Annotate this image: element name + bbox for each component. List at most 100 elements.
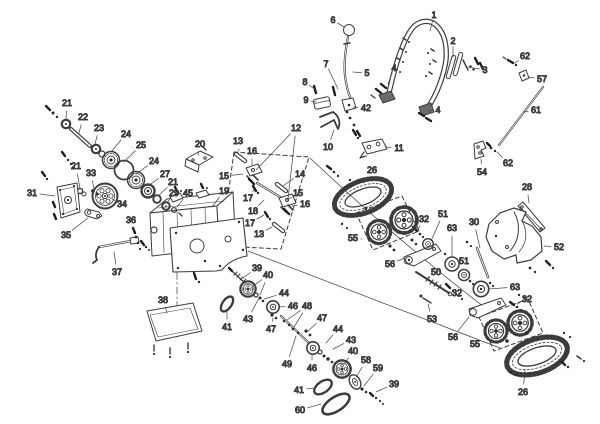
- callout-16: 16: [300, 199, 310, 209]
- callout-31: 31: [27, 188, 37, 198]
- handlebar-fasteners: [393, 37, 437, 77]
- wheel-46: [305, 340, 321, 356]
- lower-track-assembly: [483, 309, 586, 382]
- callout-36: 36: [126, 215, 136, 225]
- cover-52: [465, 207, 555, 274]
- callout-54: 54: [477, 167, 487, 177]
- sprocket-40: [332, 359, 352, 379]
- leader-line-20-0: [197, 151, 199, 156]
- leader-line-39-0: [242, 272, 251, 279]
- callout-32: 32: [522, 294, 532, 304]
- washer-45: [171, 207, 178, 214]
- leader-line-49-0: [289, 335, 297, 357]
- pulley-51: [457, 268, 471, 282]
- leader-line-40-1: [259, 282, 266, 296]
- leader-line-33-0: [92, 180, 95, 190]
- bracket-54: [473, 140, 487, 160]
- leader-line-23-0: [94, 135, 98, 145]
- leader-line-47-0: [306, 323, 317, 333]
- callout-48: 48: [302, 301, 312, 311]
- leader-line-58-0: [356, 366, 363, 377]
- leader-line-36-0: [133, 227, 135, 230]
- callout-51: 51: [459, 256, 469, 266]
- bracket-11: [361, 138, 388, 155]
- leader-line-43-0: [251, 297, 260, 313]
- leader-line-26-0: [363, 176, 369, 184]
- callout-4: 4: [435, 105, 440, 115]
- leader-line-8-0: [309, 84, 314, 89]
- leader-line-18-0: [258, 199, 265, 206]
- leader-line-14-0: [282, 178, 294, 187]
- callout-14: 14: [295, 169, 305, 179]
- callout-50: 50: [431, 267, 441, 277]
- lever-sleeve: [313, 96, 331, 110]
- leader-line-24-0: [135, 165, 148, 175]
- leader-line-21-0: [77, 173, 81, 190]
- callout-13: 13: [254, 229, 264, 239]
- leader-line-17-0: [252, 189, 255, 192]
- leader-line-10-0: [330, 129, 335, 140]
- callout-58: 58: [361, 355, 371, 365]
- leader-line-17-0: [256, 214, 265, 220]
- leader-line-24-0: [110, 139, 122, 153]
- callout-55: 55: [470, 339, 480, 349]
- sprocket-40: [239, 280, 257, 298]
- leader-line-3-0: [467, 66, 480, 70]
- callout-21: 21: [71, 161, 81, 171]
- callout-21: 21: [168, 177, 178, 187]
- leader-line-59-0: [363, 373, 374, 387]
- callout-46: 46: [307, 363, 317, 373]
- callout-17: 17: [245, 218, 255, 228]
- handlebar-foot: [378, 90, 396, 104]
- callout-8: 8: [302, 77, 307, 87]
- callout-15: 15: [293, 188, 303, 198]
- leader-line-9-0: [311, 100, 317, 103]
- leader-line-4-0: [387, 72, 393, 85]
- callout-35: 35: [61, 230, 71, 240]
- callout-63: 63: [447, 223, 457, 233]
- callout-29: 29: [169, 188, 179, 198]
- callout-26: 26: [367, 165, 377, 175]
- callout-39: 39: [252, 263, 262, 273]
- screw-53: [422, 297, 432, 304]
- leader-line-19-0: [211, 197, 220, 208]
- callout-24: 24: [149, 156, 159, 166]
- gear-lever: [312, 24, 388, 159]
- disc-58: [348, 374, 362, 390]
- centerlines: [176, 157, 501, 349]
- callout-4: 4: [391, 63, 396, 73]
- leader-line-35-0: [71, 217, 89, 231]
- leader-line-26-0: [523, 368, 526, 385]
- callout-53: 53: [427, 314, 437, 324]
- handlebar-clamp: [445, 51, 485, 80]
- callout-30: 30: [469, 217, 479, 227]
- wheel-46: [265, 299, 281, 315]
- chain-60: [321, 392, 351, 416]
- callout-27: 27: [160, 169, 170, 179]
- callout-32: 32: [452, 288, 462, 298]
- tension-arm-56: [403, 243, 442, 267]
- callout-12: 12: [291, 123, 301, 133]
- leader-line-60-0: [307, 403, 322, 409]
- callout-3: 3: [482, 65, 487, 75]
- callout-18: 18: [248, 206, 258, 216]
- callout-42: 42: [361, 103, 371, 113]
- leader-line-5-0: [352, 71, 362, 73]
- left-gear-stack: [44, 104, 183, 217]
- output-shaft-cluster: [219, 266, 384, 416]
- callout-22: 22: [78, 112, 88, 122]
- callout-43: 43: [243, 314, 253, 324]
- leader-line-56-0: [457, 316, 470, 332]
- leader-line-4-0: [427, 110, 433, 112]
- bearing-21: [60, 118, 72, 130]
- leader-line-27-0: [147, 178, 159, 187]
- callout-5: 5: [364, 68, 369, 78]
- leader-line-50-0: [428, 276, 431, 279]
- callout-11: 11: [394, 143, 403, 153]
- chain-41: [313, 378, 333, 396]
- rubber-track-26: [329, 171, 396, 222]
- callout-6: 6: [330, 15, 335, 25]
- bearing-23: [90, 143, 102, 155]
